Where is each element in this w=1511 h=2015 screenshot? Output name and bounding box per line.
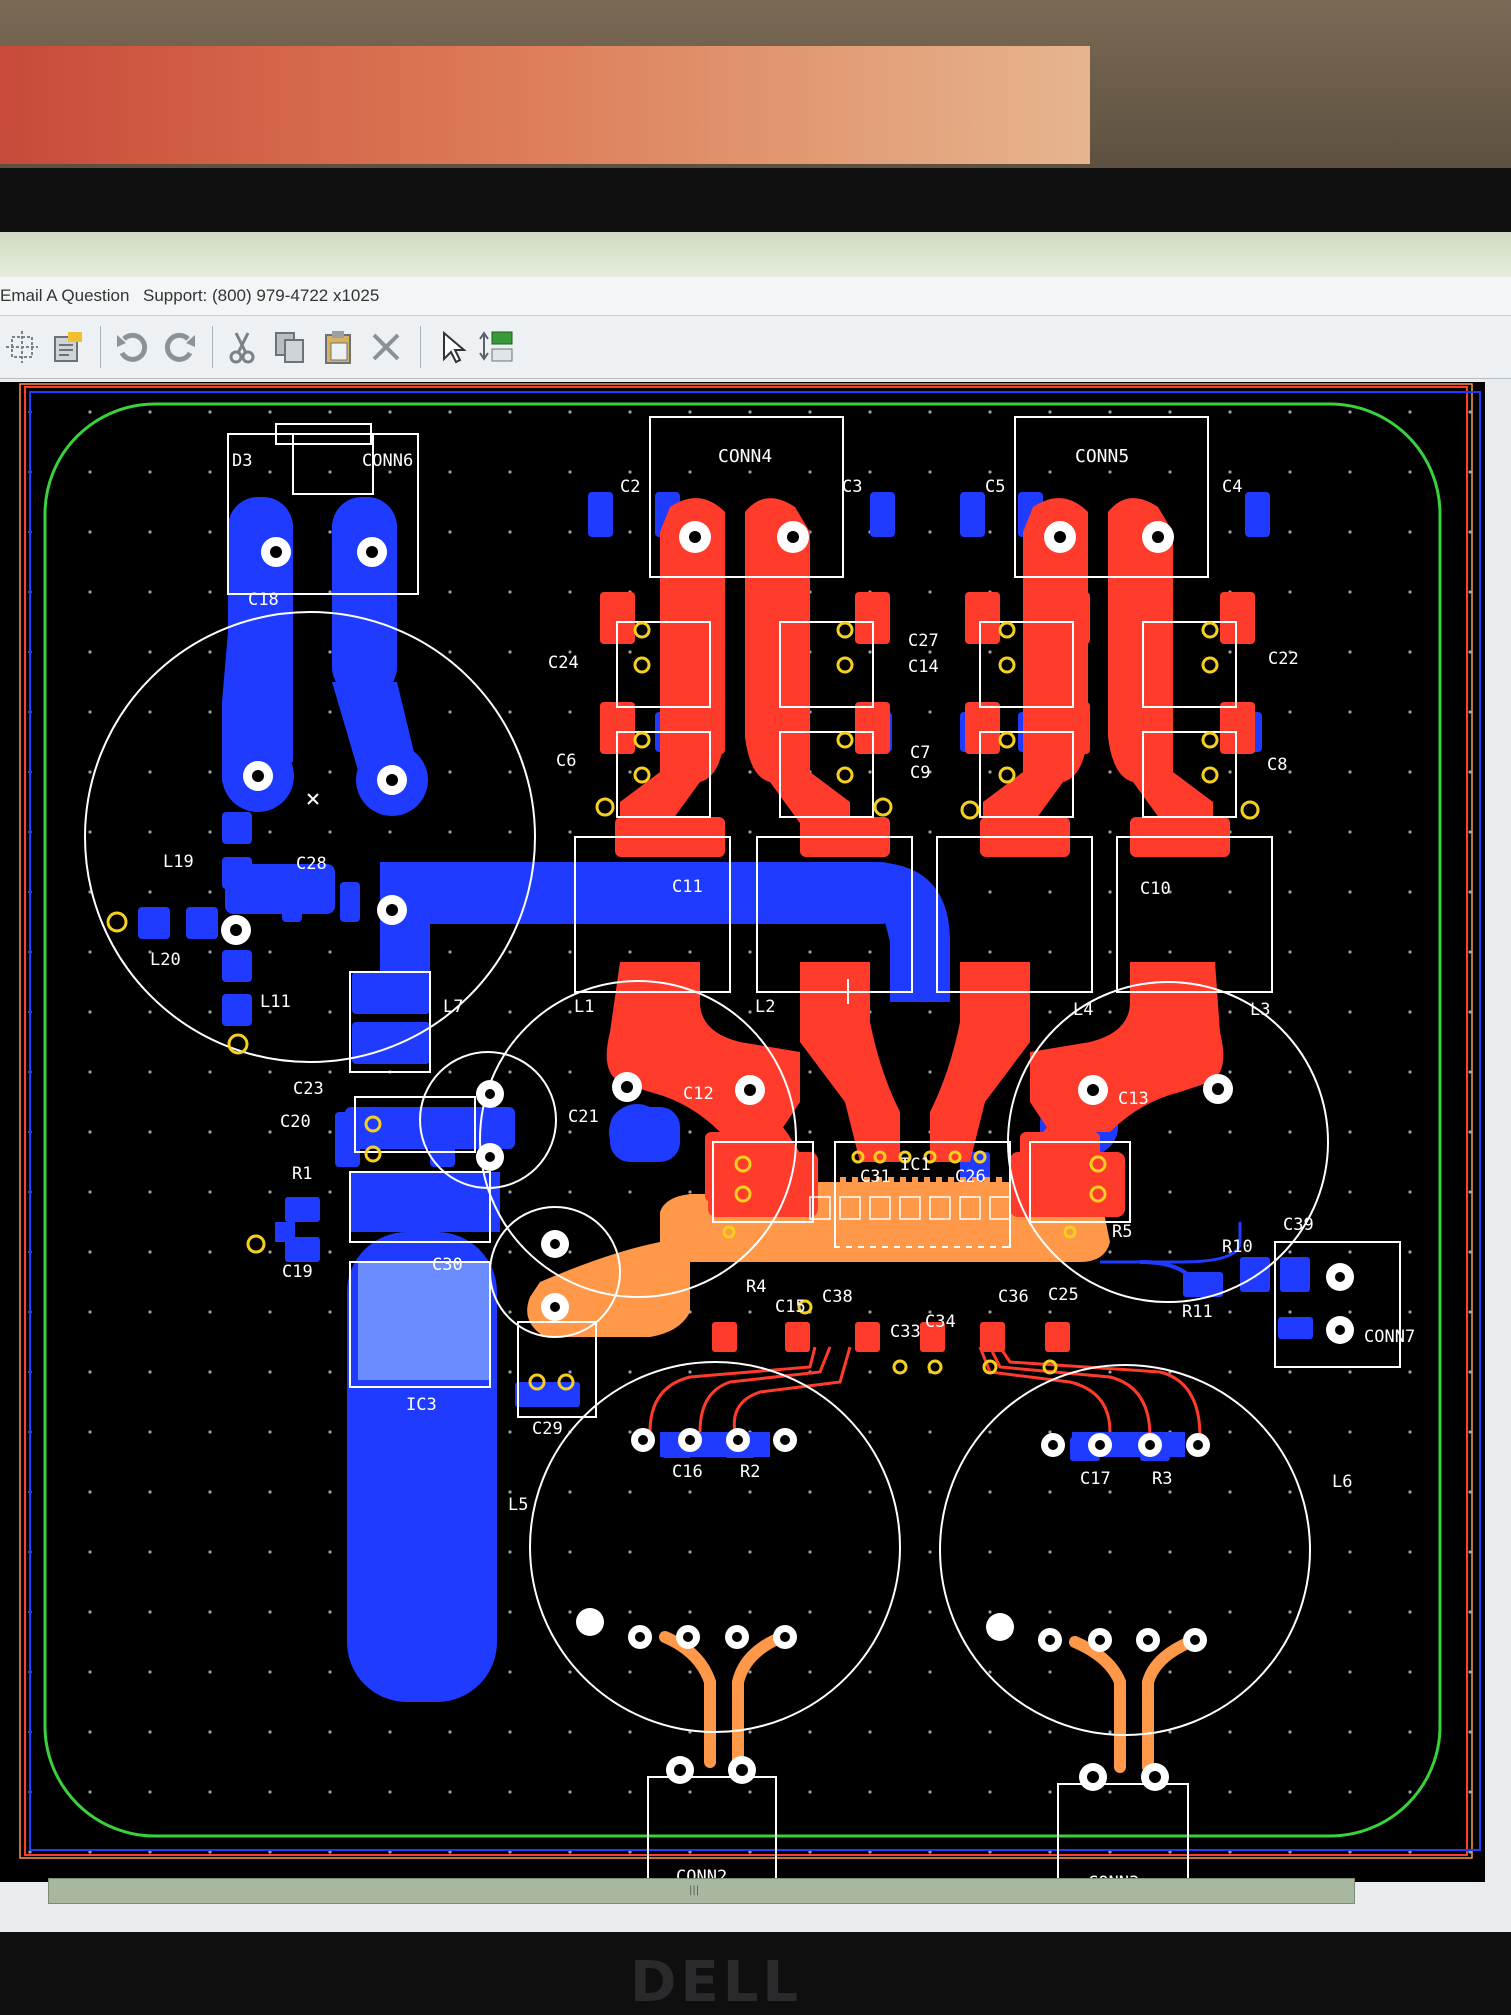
- label-l7: L7: [443, 997, 463, 1017]
- label-conn7: CONN7: [1364, 1327, 1415, 1347]
- grid-icon[interactable]: [2, 326, 42, 368]
- label-l19: L19: [163, 852, 194, 872]
- paste-icon[interactable]: [318, 326, 358, 368]
- label-c31: C31: [860, 1167, 891, 1187]
- label-conn5: CONN5: [1075, 446, 1129, 467]
- ic1-pins: [840, 1177, 1002, 1260]
- label-c11: C11: [672, 877, 703, 897]
- background-paper: [0, 46, 1090, 164]
- label-r3: R3: [1152, 1469, 1172, 1489]
- label-c8: C8: [1267, 755, 1287, 775]
- label-c19: C19: [282, 1262, 313, 1282]
- title-bar: [0, 232, 1511, 277]
- redo-icon[interactable]: [160, 326, 200, 368]
- label-l4: L4: [1073, 1000, 1093, 1020]
- pcb-canvas[interactable]: CONN6 D3 C18 CONN4 CONN5 C2 C3 C5 C4 C24…: [0, 382, 1485, 1903]
- label-c39: C39: [1283, 1215, 1314, 1235]
- delete-icon[interactable]: [366, 326, 406, 368]
- label-l3: L3: [1250, 1000, 1270, 1020]
- through-hole-pads: [106, 521, 1354, 1791]
- label-c15: C15: [775, 1297, 806, 1317]
- label-l11: L11: [260, 992, 291, 1012]
- board-edge-red: [24, 386, 1468, 1856]
- label-c21: C21: [568, 1107, 599, 1127]
- label-d3: D3: [232, 451, 252, 471]
- label-c20: C20: [280, 1112, 311, 1132]
- email-question-link[interactable]: Email A Question: [0, 286, 130, 305]
- label-c22: C22: [1268, 649, 1299, 669]
- label-l6: L6: [1332, 1472, 1352, 1492]
- label-c34: C34: [925, 1312, 956, 1332]
- copy-icon[interactable]: [270, 326, 310, 368]
- label-r5: R5: [1112, 1222, 1132, 1242]
- toolbar-separator: [100, 326, 101, 368]
- board-edge-blue: [29, 391, 1481, 1851]
- label-r11: R11: [1182, 1302, 1213, 1322]
- label-c13: C13: [1118, 1089, 1149, 1109]
- label-ic3: IC3: [406, 1395, 437, 1415]
- label-c27: C27: [908, 631, 939, 651]
- label-l20: L20: [150, 950, 181, 970]
- cut-icon[interactable]: [222, 326, 262, 368]
- ic3-pad: [358, 1262, 490, 1380]
- properties-icon[interactable]: [48, 326, 88, 368]
- label-c36: C36: [998, 1287, 1029, 1307]
- label-conn6: CONN6: [362, 451, 413, 471]
- label-c9: C9: [910, 763, 930, 783]
- link-bar: Email A Question Support: (800) 979-4722…: [0, 277, 1511, 316]
- label-r1: R1: [292, 1164, 312, 1184]
- label-c30: C30: [432, 1255, 463, 1275]
- label-c33: C33: [890, 1322, 921, 1342]
- label-c2: C2: [620, 477, 640, 497]
- label-c24: C24: [548, 653, 579, 673]
- label-c38: C38: [822, 1287, 853, 1307]
- label-c26: C26: [955, 1167, 986, 1187]
- component-labels: CONN6 D3 C18 CONN4 CONN5 C2 C3 C5 C4 C24…: [150, 446, 1415, 1893]
- label-r2: R2: [740, 1462, 760, 1482]
- label-c23: C23: [293, 1079, 324, 1099]
- layer-toggle-icon[interactable]: [476, 326, 516, 368]
- horizontal-scrollbar[interactable]: |||: [48, 1878, 1355, 1904]
- label-l2: L2: [755, 997, 775, 1017]
- label-c28: C28: [296, 854, 327, 874]
- select-pointer-icon[interactable]: [432, 326, 472, 368]
- board-edge-orange: [19, 383, 1473, 1859]
- label-c7: C7: [910, 743, 930, 763]
- label-c18: C18: [248, 590, 279, 610]
- monitor-brand-logo: DELL: [630, 1950, 803, 2015]
- scroll-grip-icon[interactable]: |||: [689, 1885, 700, 1896]
- label-c12: C12: [683, 1084, 714, 1104]
- label-c16: C16: [672, 1462, 703, 1482]
- toolbar-separator: [212, 326, 213, 368]
- undo-icon[interactable]: [112, 326, 152, 368]
- label-c10: C10: [1140, 879, 1171, 899]
- label-c14: C14: [908, 657, 939, 677]
- support-phone-text: Support: (800) 979-4722 x1025: [143, 286, 380, 305]
- label-conn4: CONN4: [718, 446, 772, 467]
- label-l1: L1: [574, 997, 594, 1017]
- label-c6: C6: [556, 751, 576, 771]
- toolbar: [0, 316, 1511, 379]
- pcb-layout[interactable]: CONN6 D3 C18 CONN4 CONN5 C2 C3 C5 C4 C24…: [0, 382, 1485, 1903]
- label-r10: R10: [1222, 1237, 1253, 1257]
- label-ic1: IC1: [900, 1155, 931, 1175]
- board-outline: [43, 402, 1442, 1838]
- label-c17: C17: [1080, 1469, 1111, 1489]
- signal-traces: [648, 1346, 1202, 1438]
- app-window: Email A Question Support: (800) 979-4722…: [0, 232, 1511, 1932]
- label-c25: C25: [1048, 1285, 1079, 1305]
- label-l5: L5: [508, 1495, 528, 1515]
- label-c5: C5: [985, 477, 1005, 497]
- label-c3: C3: [842, 477, 862, 497]
- toolbar-separator: [420, 326, 421, 368]
- label-r4: R4: [746, 1277, 766, 1297]
- label-c29: C29: [532, 1419, 563, 1439]
- label-c4: C4: [1222, 477, 1242, 497]
